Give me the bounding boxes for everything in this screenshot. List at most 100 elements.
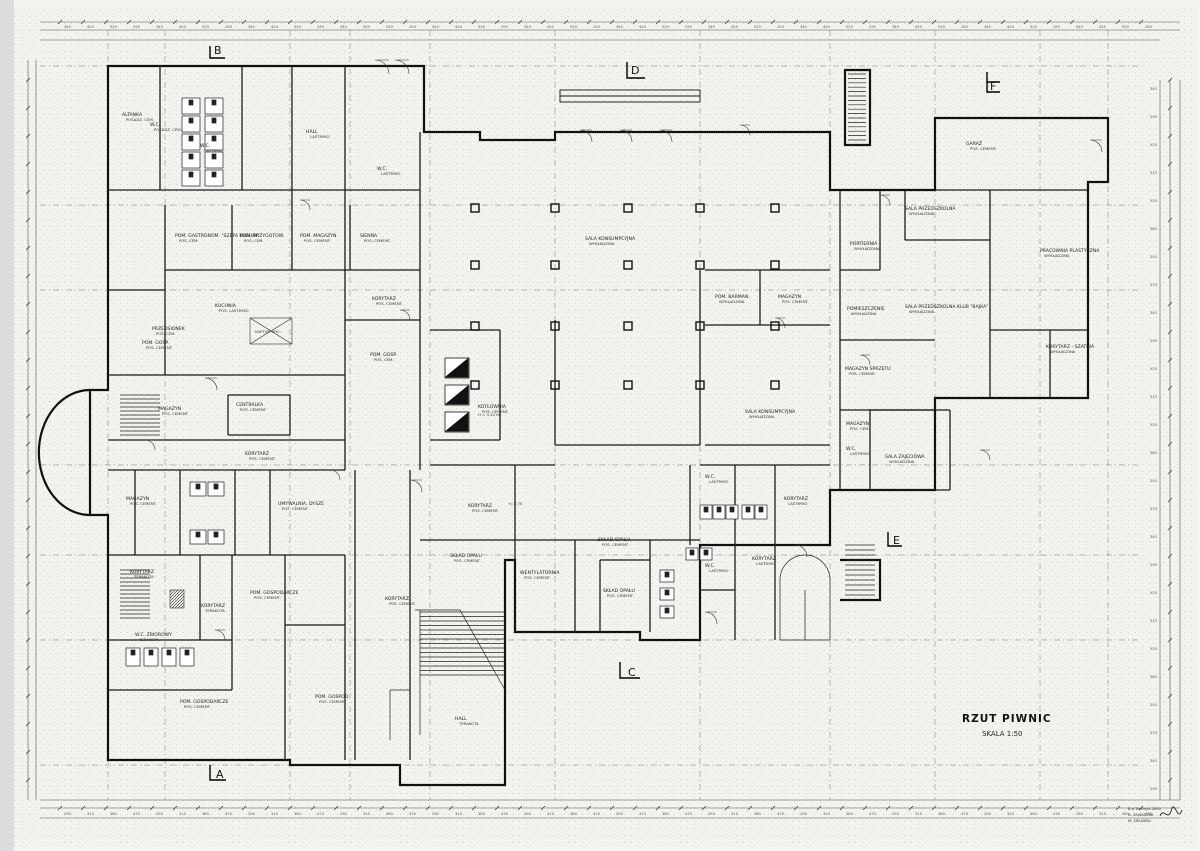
toilet (188, 135, 194, 142)
toilet (188, 117, 194, 124)
boiler-units (444, 357, 470, 433)
dim-value: 420 (87, 25, 95, 29)
dim-value: 470 (1150, 283, 1158, 287)
room-name: SIENNA (360, 233, 378, 239)
room-name: POM. BARMAN. (715, 294, 750, 300)
toilet (148, 649, 154, 656)
toilet (664, 607, 670, 614)
room-name: W.C. (705, 474, 715, 480)
door-swing (579, 129, 593, 143)
room-name: W.C. (705, 563, 715, 569)
kitchen-hood (169, 317, 293, 609)
dim-value: 340 (64, 25, 72, 29)
signature-mark (1159, 806, 1183, 817)
dim-value: 290 (1150, 787, 1158, 791)
dim-value: 380 (1150, 451, 1158, 455)
room-floor: POS. CEMENT. (376, 301, 403, 306)
dim-value: 380 (1122, 812, 1130, 816)
dim-value: 315 (639, 812, 646, 816)
dim-value: 520 (570, 25, 578, 29)
dim-value: 290 (64, 812, 72, 816)
room-name: SALA KONSUMPCYJNA (745, 409, 796, 415)
toilet (188, 153, 194, 160)
svg-text:M. ZIELIŃSKI: M. ZIELIŃSKI (1128, 818, 1151, 823)
dim-value: 420 (179, 25, 187, 29)
room-name: POM. GASTRONOM. "SZEFA KUCHNI" (175, 233, 259, 239)
dim-value: 290 (156, 812, 164, 816)
section-markers (209, 46, 1000, 781)
room-name: W.C. ZBIOROWY (135, 632, 172, 638)
wc-cubicle (125, 647, 141, 667)
room-r25: POM. GOSPOD.POS. CEMENT. (315, 694, 350, 704)
column (470, 380, 480, 390)
room-name: HALL (306, 129, 318, 135)
toilet (758, 506, 764, 513)
room-name: POMIESZCZENIE (847, 306, 885, 312)
column (770, 203, 780, 213)
room-name: POM. PRZYGOTOW. (240, 233, 284, 239)
room-r05: W.C.LASTRYKO (377, 166, 401, 176)
wc-cubicle (204, 133, 224, 151)
room-name: KORYTARZ (468, 503, 492, 509)
room-r07: POM. PRZYGOTOW.POS. CEM. (240, 233, 284, 243)
dim-value: 315 (915, 812, 922, 816)
room-name: SALA PRZEDSZKOLNA KLUB "BAJKA" (905, 304, 988, 310)
room-floor: WYKŁADZINA (719, 299, 745, 304)
toilet (211, 135, 217, 142)
dim-value: 470 (133, 812, 141, 816)
toilet (664, 571, 670, 578)
door-swing (144, 439, 156, 451)
dim-value: 470 (593, 812, 601, 816)
room-floor: POS. CEMENT. (607, 593, 634, 598)
dim-value: 470 (1053, 812, 1061, 816)
dim-value: 380 (662, 812, 670, 816)
room-name: KORYTARZ (130, 569, 154, 575)
section-mark-a: A (216, 768, 224, 781)
dim-value: 250 (1053, 25, 1061, 29)
door-swing (214, 629, 226, 641)
room-name: SKŁAD OPAŁU (598, 537, 630, 543)
note-boiler-height: H = 3,14 m (478, 412, 500, 417)
column (623, 203, 633, 213)
dim-value: 380 (294, 812, 302, 816)
room-floor: LASTRYKO (756, 561, 776, 566)
door-swing (1089, 139, 1103, 153)
column (770, 380, 780, 390)
room-floor: POS. CEM. (850, 426, 870, 431)
dim-value: 340 (800, 25, 808, 29)
room-floor: LASTRYKO (850, 451, 870, 456)
dim-value: 250 (501, 25, 509, 29)
room-floor: POS. CEMENT. (319, 699, 346, 704)
left-binding (0, 0, 14, 851)
room-floor: POS. CEMENT. (184, 704, 211, 709)
dim-value: 315 (271, 812, 278, 816)
toilet (703, 506, 709, 513)
room-r51: W.C.LASTRYKO (846, 446, 870, 456)
wc-cubicle (204, 169, 224, 187)
door-swing (204, 377, 218, 391)
room-r02: W.C.POSADZ. CEM. (150, 122, 182, 132)
dim-value: 470 (961, 812, 969, 816)
section-mark-c: C (628, 666, 636, 679)
dim-value: 380 (1030, 812, 1038, 816)
dim-value: 380 (478, 812, 486, 816)
room-floor: POS. CEM. (179, 238, 199, 243)
column (770, 260, 780, 270)
toilet (130, 649, 136, 656)
room-name: KORYTARZ - SZATNIA (1046, 344, 1095, 350)
column (623, 260, 633, 270)
room-floor: POS. CEMENT. (454, 558, 481, 563)
